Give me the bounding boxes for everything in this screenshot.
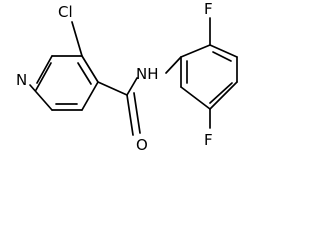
bond-carbonyl-nh	[126, 77, 138, 96]
bond-nh-aryl	[165, 56, 182, 74]
bond-c3-c4-double	[77, 62, 92, 85]
molecule-diagram: Cl N NH O F F	[16, 0, 238, 154]
fluorine-top-label: F	[204, 0, 213, 18]
bond-a4-a5	[209, 81, 238, 110]
chlorine-label: Cl	[58, 3, 73, 21]
bond-carbonyl-o-2	[133, 92, 141, 134]
bond-a4-a5-double	[209, 82, 233, 104]
bond-c6-n	[29, 84, 53, 111]
bond-c4-c5	[81, 81, 99, 111]
bond-c4-carbonyl	[97, 81, 128, 96]
bond-c2-cl	[71, 21, 83, 57]
phenyl-ring	[180, 44, 238, 110]
bond-n-c2-double	[35, 62, 52, 91]
amide-nh-label: NH	[136, 65, 159, 83]
pyridine-ring	[29, 55, 99, 111]
carbonyl-oxygen-label: O	[136, 136, 148, 154]
fluorine-bottom-label: F	[204, 131, 213, 149]
bond-n-c2	[36, 55, 53, 84]
pyridine-nitrogen-label: N	[16, 71, 27, 89]
bond-a5-a6	[180, 86, 211, 110]
bond-a2-a3	[209, 44, 238, 58]
bond-carbonyl-o-1	[126, 94, 134, 136]
structure-drawing: Cl N NH O F F	[16, 0, 238, 154]
bond-a1-a2	[180, 44, 211, 58]
amide-group	[97, 56, 182, 136]
bond-c3-c4	[81, 55, 99, 83]
bond-a2-a3-double	[212, 51, 232, 62]
